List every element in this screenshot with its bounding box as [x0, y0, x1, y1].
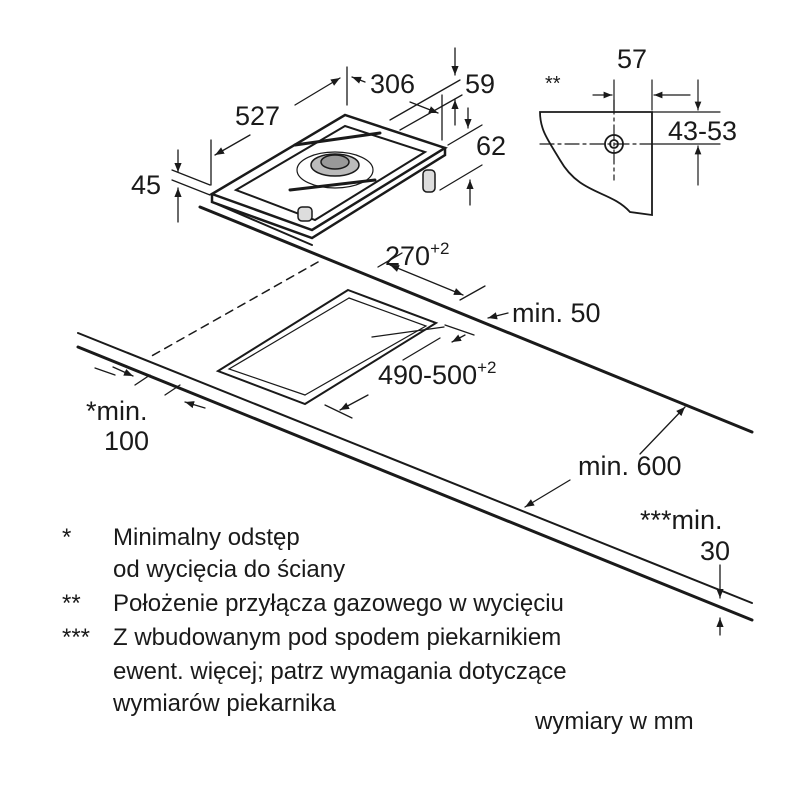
profile-marker: ** [545, 73, 561, 95]
legend-mark: * [62, 524, 72, 551]
dim-490-500-tol: +2 [477, 358, 497, 377]
legend-line: ewent. więcej; patrz wymagania dotyczące [113, 658, 567, 685]
dim-57: 57 [617, 44, 648, 74]
dim-527: 527 [235, 101, 281, 131]
dashed-edge [147, 261, 319, 359]
under-marker: *** [640, 505, 672, 535]
dim-270-value: 270 [385, 241, 431, 271]
under-min-label: min. [671, 505, 723, 535]
legend-line: Położenie przyłącza gazowego w wycięciu [113, 590, 564, 617]
side-marker: * [86, 396, 97, 426]
dim-43-53: 43-53 [668, 116, 738, 146]
dim-490-500: 490-500+2 [378, 359, 496, 390]
dim-min-600: min. 600 [578, 451, 682, 481]
legend-line: od wycięcia do ściany [113, 556, 346, 583]
dimension-lines [94, 47, 724, 636]
units-note: wymiary w mm [535, 708, 694, 735]
dim-min-50: min. 50 [512, 298, 601, 328]
legend-mark: *** [62, 624, 91, 651]
legend-line: Minimalny odstęp [113, 524, 300, 551]
dim-59: 59 [465, 69, 496, 99]
dim-270: 270+2 [385, 240, 449, 271]
dim-side-min: *min. [86, 398, 148, 425]
hob [209, 113, 448, 246]
dim-30: 30 [700, 536, 731, 566]
dim-270-tol: +2 [430, 239, 450, 258]
side-profile [539, 79, 721, 217]
side-min-label: min. [96, 396, 148, 426]
dim-45: 45 [131, 170, 162, 200]
dim-100: 100 [104, 426, 150, 456]
countertop [76, 205, 754, 622]
dim-490-500-value: 490-500 [378, 360, 478, 390]
dim-62: 62 [476, 131, 507, 161]
legend-mark: ** [62, 590, 81, 617]
cutout [215, 288, 439, 406]
legend-line: wymiarów piekarnika [113, 690, 336, 717]
dim-306: 306 [370, 69, 416, 99]
legend-line: Z wbudowanym pod spodem piekarnikiem [113, 624, 562, 651]
dim-under-min: ***min. [640, 507, 723, 534]
